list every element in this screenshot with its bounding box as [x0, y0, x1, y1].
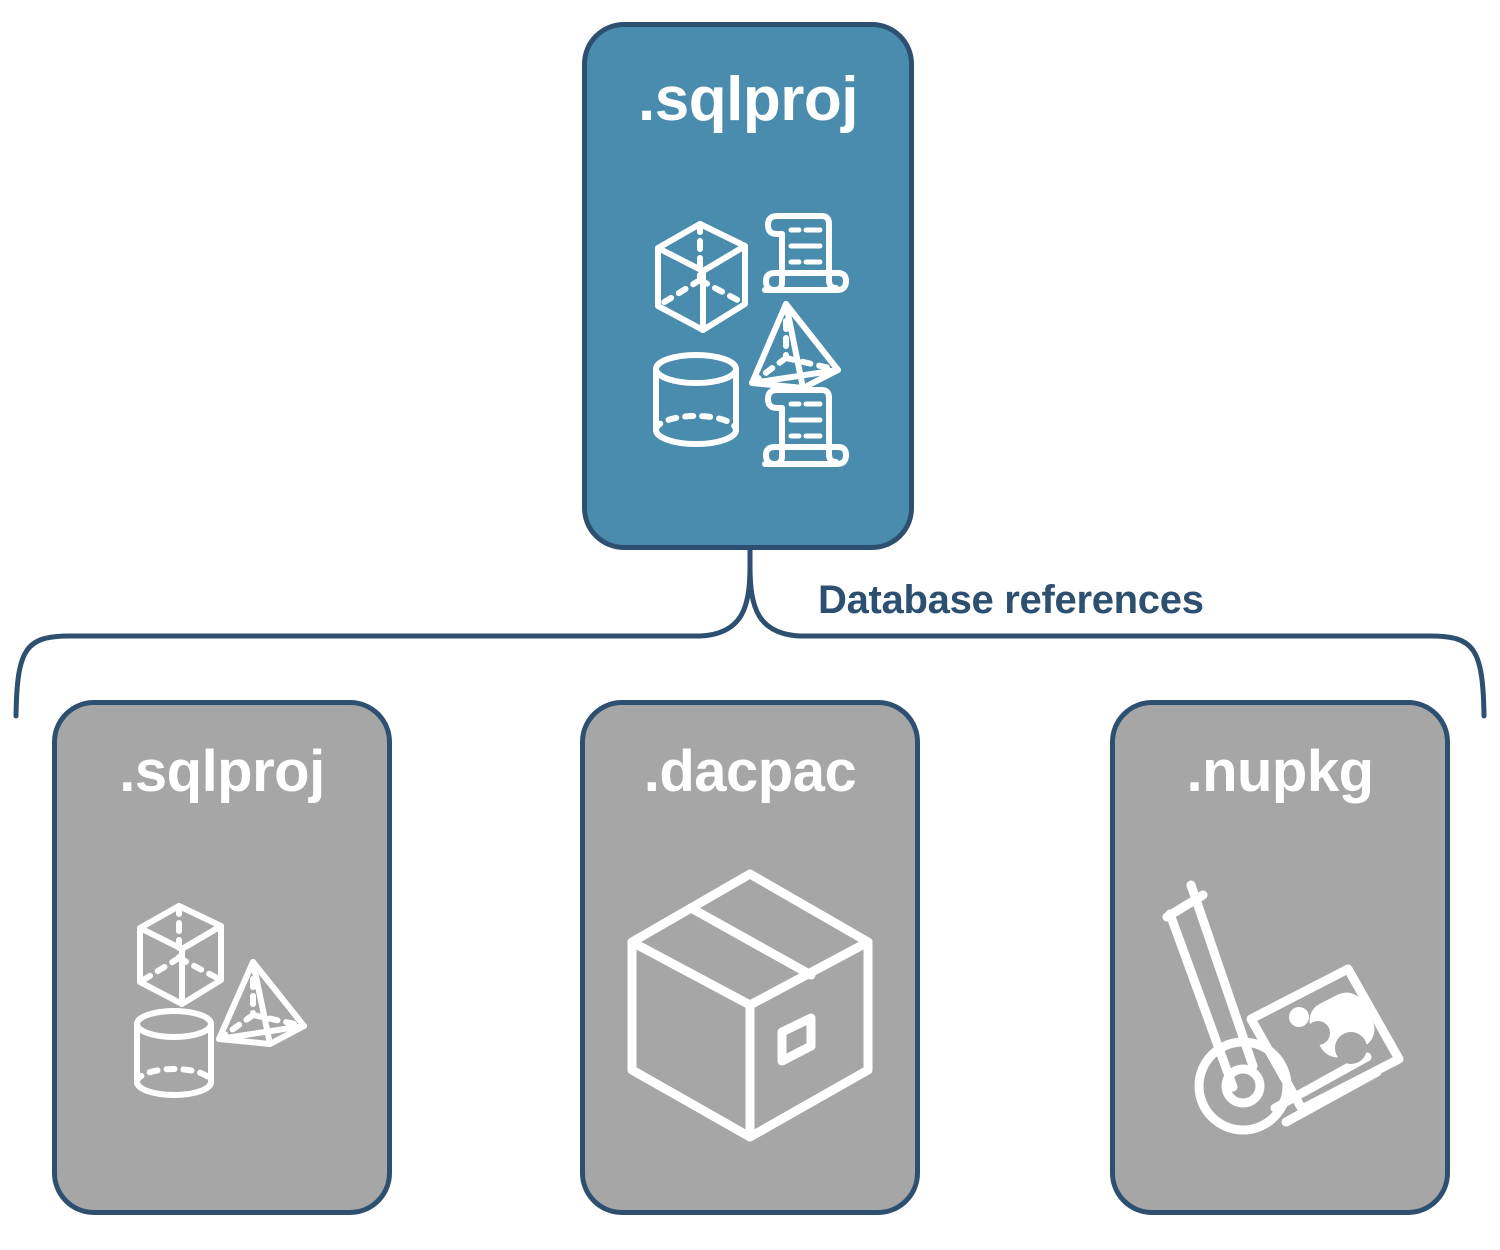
scroll-document-icon [762, 213, 849, 293]
package-carton [1246, 964, 1404, 1114]
cylinder-wireframe-icon [653, 352, 739, 447]
sqlproj-artwork-group [653, 213, 849, 467]
hand-truck-artwork-group [1162, 880, 1404, 1135]
sqlproj-shapes-artwork-group [134, 902, 307, 1098]
node-label: .sqlproj [119, 739, 325, 804]
hand-truck-package-icon [1162, 880, 1404, 1135]
shipping-box-artwork-group [627, 869, 873, 1142]
brace-left-arm [13, 563, 753, 719]
node-label: .nupkg [1186, 739, 1374, 804]
shipping-box-icon [627, 869, 873, 1142]
reference-card-sqlproj[interactable]: .sqlproj [52, 700, 392, 1215]
node-artwork [585, 801, 915, 1210]
reference-card-nupkg[interactable]: .nupkg [1110, 700, 1450, 1215]
cube-wireframe-icon [655, 221, 748, 333]
scroll-document-icon [762, 387, 849, 467]
pyramid-wireframe-icon [749, 301, 841, 391]
cube-wireframe-icon [137, 902, 224, 1007]
reference-card-dacpac[interactable]: .dacpac [580, 700, 920, 1215]
node-label: .dacpac [643, 739, 857, 804]
brace-label: Database references [818, 578, 1204, 622]
node-artwork [587, 131, 909, 545]
pyramid-wireframe-icon [216, 958, 307, 1047]
cylinder-wireframe-icon [134, 1007, 214, 1098]
node-artwork [1115, 801, 1445, 1210]
node-artwork [57, 801, 387, 1210]
nuget-logo-mark [1289, 992, 1375, 1064]
node-card-sqlproj-root[interactable]: .sqlproj [582, 22, 914, 550]
node-label: .sqlproj [638, 65, 858, 134]
